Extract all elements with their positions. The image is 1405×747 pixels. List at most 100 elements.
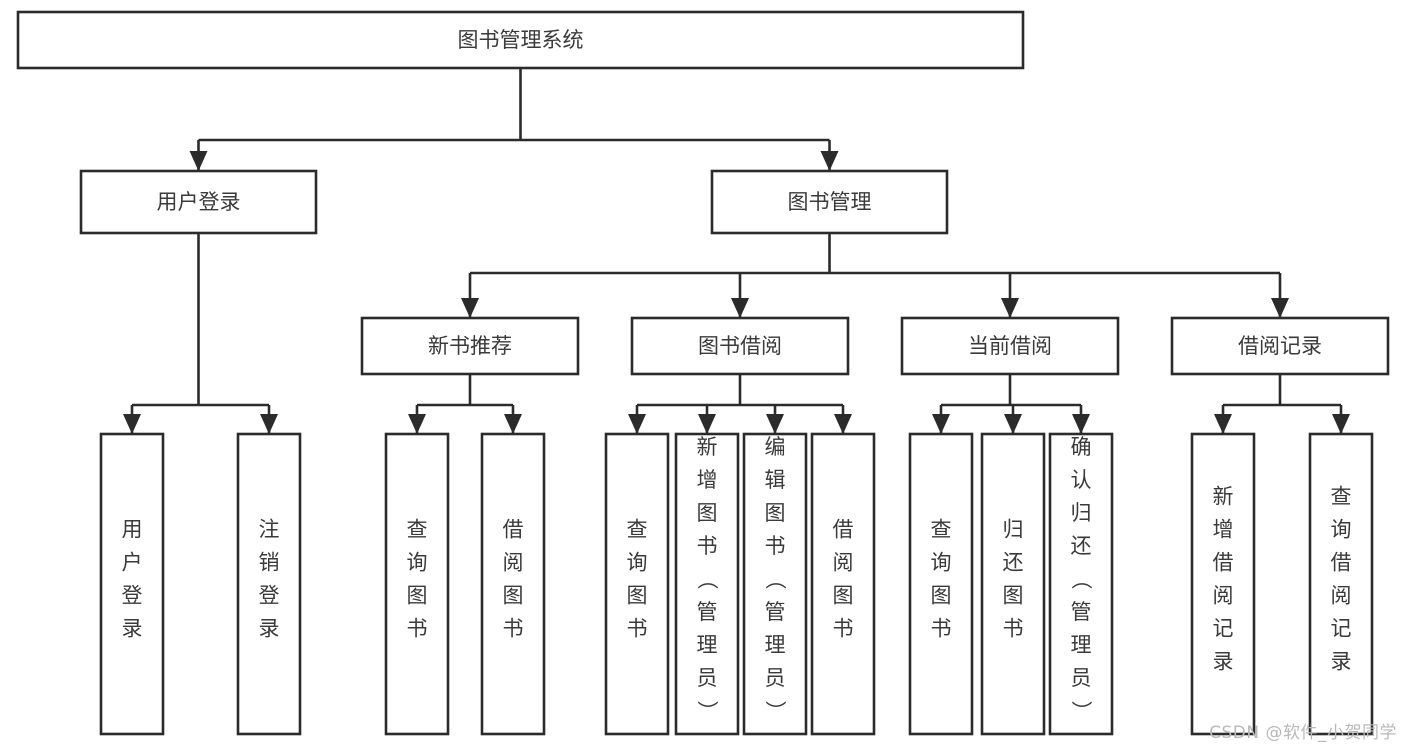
arrow-borrow-record (1271, 298, 1289, 318)
svg-text:阅: 阅 (1213, 584, 1234, 608)
svg-text:录: 录 (1213, 650, 1234, 674)
arrow-leaf-user-login (123, 414, 141, 434)
svg-text:书: 书 (697, 534, 718, 558)
svg-text:录: 录 (259, 617, 280, 641)
svg-text:图: 图 (503, 584, 524, 608)
svg-text:理: 理 (697, 633, 718, 657)
leaf-box-leaf-query-record[interactable] (1308, 432, 1374, 736)
arrow-leaf-user-logout (260, 414, 278, 434)
arrow-current-borrow (1001, 298, 1019, 318)
svg-text:图: 图 (765, 501, 786, 525)
level1-box-book-manage[interactable] (710, 169, 949, 235)
svg-text:图: 图 (931, 584, 952, 608)
arrow-leaf-borrow-book-1 (504, 414, 522, 434)
svg-text:登: 登 (259, 584, 280, 608)
arrow-leaf-query-book-1 (408, 414, 426, 434)
leaf-box-leaf-query-book-2[interactable] (604, 432, 670, 736)
svg-text:查: 查 (627, 518, 648, 542)
svg-text:书: 书 (931, 617, 952, 641)
connector-layer (123, 68, 1350, 434)
svg-text:辑: 辑 (765, 468, 786, 492)
svg-text:管: 管 (697, 600, 718, 624)
node-label-leaf-user-login: 用户登录 (122, 518, 143, 641)
leaf-box-leaf-edit-book[interactable] (742, 432, 808, 736)
svg-text:查: 查 (931, 518, 952, 542)
node-label-root: 图书管理系统 (458, 28, 584, 52)
leaf-box-leaf-query-book-3[interactable] (908, 432, 974, 736)
leaf-box-leaf-return-book[interactable] (980, 432, 1046, 736)
arrow-user-login (189, 151, 208, 171)
svg-text:书: 书 (407, 617, 428, 641)
root-box-root[interactable] (16, 10, 1025, 70)
svg-text:户: 户 (122, 551, 143, 575)
svg-text:归: 归 (1071, 501, 1092, 525)
level2-box-new-book-recommend[interactable] (360, 316, 580, 376)
svg-text:）: ） (1069, 701, 1093, 722)
svg-text:员: 员 (697, 666, 718, 690)
leaf-box-leaf-add-book[interactable] (674, 432, 740, 736)
svg-text:书: 书 (503, 617, 524, 641)
leaf-box-leaf-borrow-book-1[interactable] (480, 432, 546, 736)
svg-text:新: 新 (1213, 485, 1234, 509)
leaf-box-leaf-query-book-1[interactable] (384, 432, 450, 736)
svg-text:阅: 阅 (1331, 584, 1352, 608)
svg-text:还: 还 (1071, 534, 1092, 558)
arrow-leaf-query-book-3 (932, 414, 950, 434)
leaf-box-leaf-add-record[interactable] (1190, 432, 1256, 736)
svg-text:销: 销 (259, 551, 280, 575)
arrow-leaf-confirm-return (1072, 414, 1090, 434)
arrow-book-manage (820, 151, 839, 171)
svg-text:书: 书 (833, 617, 854, 641)
level1-box-user-login[interactable] (79, 169, 318, 235)
svg-text:查: 查 (1331, 485, 1352, 509)
svg-text:）: ） (763, 701, 787, 722)
level2-box-current-borrow[interactable] (900, 316, 1120, 376)
svg-text:）: ） (695, 701, 719, 722)
leaf-box-leaf-confirm-return[interactable] (1048, 432, 1114, 736)
svg-text:借: 借 (833, 518, 854, 542)
node-label-book-borrow: 图书借阅 (698, 334, 782, 358)
svg-text:（: （ (695, 569, 719, 590)
leaf-box-leaf-borrow-book-2[interactable] (810, 432, 876, 736)
level2-box-book-borrow[interactable] (630, 316, 850, 376)
leaf-box-leaf-user-login[interactable] (99, 432, 165, 736)
svg-text:（: （ (763, 569, 787, 590)
svg-text:借: 借 (1213, 551, 1234, 575)
svg-text:询: 询 (931, 551, 952, 575)
node-label-user-login: 用户登录 (157, 190, 241, 214)
node-label-book-manage: 图书管理 (788, 190, 872, 214)
svg-text:书: 书 (1003, 617, 1024, 641)
svg-text:员: 员 (1071, 666, 1092, 690)
svg-text:增: 增 (1213, 518, 1234, 542)
watermark-text: CSDN @软件_小贺同学 (1209, 723, 1397, 743)
svg-text:记: 记 (1213, 617, 1234, 641)
svg-text:管: 管 (1071, 600, 1092, 624)
svg-text:还: 还 (1003, 551, 1024, 575)
svg-text:借: 借 (503, 518, 524, 542)
leaf-box-leaf-user-logout[interactable] (236, 432, 302, 736)
arrow-leaf-borrow-book-2 (834, 414, 852, 434)
svg-text:借: 借 (1331, 551, 1352, 575)
svg-text:登: 登 (122, 584, 143, 608)
svg-text:录: 录 (122, 617, 143, 641)
svg-text:注: 注 (259, 518, 280, 542)
level2-box-borrow-record[interactable] (1170, 316, 1390, 376)
svg-text:员: 员 (765, 666, 786, 690)
node-layer: 图书管理系统用户登录图书管理新书推荐图书借阅当前借阅借阅记录用户登录注销登录查询… (16, 10, 1390, 736)
svg-text:用: 用 (122, 518, 143, 542)
svg-text:增: 增 (697, 468, 718, 492)
arrow-leaf-query-book-2 (628, 414, 646, 434)
svg-text:书: 书 (627, 617, 648, 641)
svg-text:询: 询 (407, 551, 428, 575)
svg-text:图: 图 (407, 584, 428, 608)
